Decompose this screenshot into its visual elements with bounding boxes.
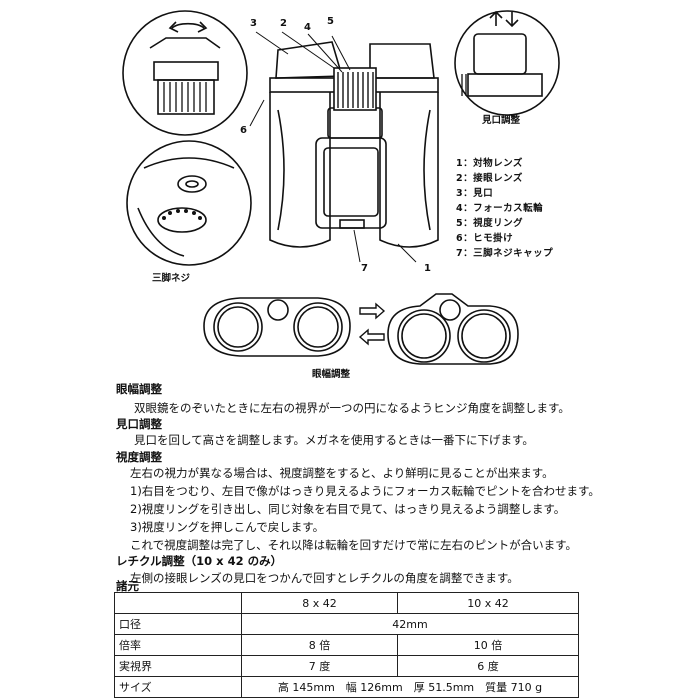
callout-1: 1	[424, 263, 431, 274]
table-row: 口径 42mm	[114, 613, 579, 635]
ipd-body: 双眼鏡をのぞいたときに左右の視界が一つの円になるようヒンジ角度を調整します。	[134, 401, 570, 415]
legend-item: 7：三脚ネジキャップ	[456, 248, 554, 259]
legend-item: 1：対物レンズ	[456, 158, 523, 169]
spec-table: 8 x 42 10 x 42 口径 42mm 倍率 8 倍 10 倍 実視界 7…	[114, 592, 580, 698]
diopter-detail-illustration	[122, 10, 248, 136]
table-row: 8 x 42 10 x 42	[114, 592, 580, 614]
callout-4: 4	[304, 22, 311, 33]
callout-3: 3	[250, 18, 257, 29]
table-row: サイズ 高 145mm 幅 126mm 厚 51.5mm 質量 710 g	[114, 676, 579, 698]
parts-legend: 1：対物レンズ 2：接眼レンズ 3：見口 4：フォーカス転輪 5：視度リング 6…	[456, 156, 553, 261]
tripod-caption: 三脚ネジ	[152, 273, 191, 284]
table-cell: サイズ	[114, 676, 242, 698]
legend-item: 2：接眼レンズ	[456, 173, 523, 184]
table-cell: 倍率	[114, 634, 242, 656]
diopter-title: 視度調整	[116, 450, 162, 464]
callout-2: 2	[280, 18, 287, 29]
eyecup-title: 見口調整	[116, 417, 162, 431]
table-cell: 7 度	[241, 655, 398, 677]
table-cell: 高 145mm 幅 126mm 厚 51.5mm 質量 710 g	[241, 676, 579, 698]
table-row: 実視界 7 度 6 度	[114, 655, 580, 677]
eyecup-detail-illustration	[454, 10, 560, 116]
table-cell: 実視界	[114, 655, 242, 677]
diopter-line: 2)視度リングを引き出し、同じ対象を右目で見て、はっきり見えるよう調整します。	[130, 502, 566, 516]
eyecup-body: 見口を回して高さを調整します。メガネを使用するときは一番下に下げます。	[134, 433, 534, 447]
diopter-line: 3)視度リングを押しこんで戻します。	[130, 520, 325, 534]
legend-item: 6：ヒモ掛け	[456, 233, 514, 244]
ipd-title: 眼幅調整	[116, 382, 162, 396]
binocular-front-illustration	[249, 31, 439, 263]
diopter-line: これで視度調整は完了し、それ以降は転輪を回すだけで常に左右のピントが合います。	[130, 538, 578, 552]
callout-7: 7	[361, 263, 368, 274]
table-cell: 8 x 42	[241, 592, 398, 614]
tripod-detail-illustration	[126, 140, 252, 266]
legend-item: 5：視度リング	[456, 218, 524, 229]
diopter-line: 1)右目をつむり、左目で像がはっきり見えるようにフォーカス転輪でピントを合わせま…	[130, 484, 600, 498]
table-cell: 6 度	[396, 655, 580, 677]
table-cell: 42mm	[241, 613, 579, 635]
table-cell: 口径	[114, 613, 242, 635]
reticle-body: 左側の接眼レンズの見口をつかんで回すとレチクルの角度を調整できます。	[130, 571, 519, 585]
eyecup-caption: 見口調整	[482, 115, 521, 126]
table-row: 倍率 8 倍 10 倍	[114, 634, 580, 656]
reticle-title: レチクル調整（10 x 42 のみ）	[116, 554, 283, 568]
diopter-line: 左右の視力が異なる場合は、視度調整をすると、より鮮明に見ることが出来ます。	[130, 466, 554, 480]
ipd-illustration	[203, 293, 519, 365]
legend-item: 4：フォーカス転輪	[456, 203, 544, 214]
ipd-caption: 眼幅調整	[312, 369, 351, 380]
table-cell	[114, 592, 242, 614]
callout-5: 5	[327, 16, 334, 27]
table-cell: 10 倍	[396, 634, 580, 656]
legend-item: 3：見口	[456, 188, 494, 199]
spec-title: 諸元	[116, 579, 139, 593]
table-cell: 8 倍	[241, 634, 398, 656]
table-cell: 10 x 42	[396, 592, 580, 614]
callout-6: 6	[240, 125, 247, 136]
